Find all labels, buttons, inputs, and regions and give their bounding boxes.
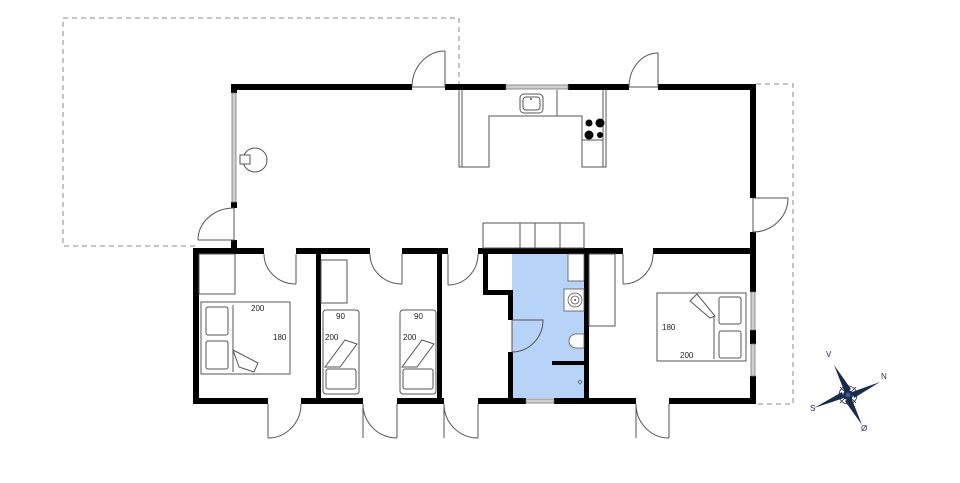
- windows: [231, 84, 756, 404]
- bathroom: [563, 253, 585, 385]
- hall-cabinets: [482, 222, 585, 249]
- doors: [197, 50, 789, 439]
- hob-icon: [582, 118, 605, 141]
- toilet-icon: [568, 333, 585, 349]
- stove-icon: [239, 147, 268, 173]
- bedroom-3: [399, 309, 437, 395]
- terrace-right: [756, 83, 794, 405]
- compass-rose-icon: [814, 365, 880, 425]
- bedroom-1: [198, 253, 291, 375]
- bathroom-sink-icon: [563, 288, 585, 312]
- bedroom-2: [320, 259, 360, 395]
- kitchen-sink-icon: [519, 93, 544, 114]
- double-bed-icon: [200, 301, 291, 375]
- kitchen: [458, 90, 607, 168]
- walls: [193, 84, 756, 404]
- terrace-left: [62, 17, 460, 247]
- bedroom-4: [588, 253, 747, 362]
- single-bed-icon: [322, 309, 360, 395]
- single-bed-icon: [399, 309, 437, 395]
- double-bed-icon: [656, 292, 747, 362]
- drain-icon: [577, 379, 583, 385]
